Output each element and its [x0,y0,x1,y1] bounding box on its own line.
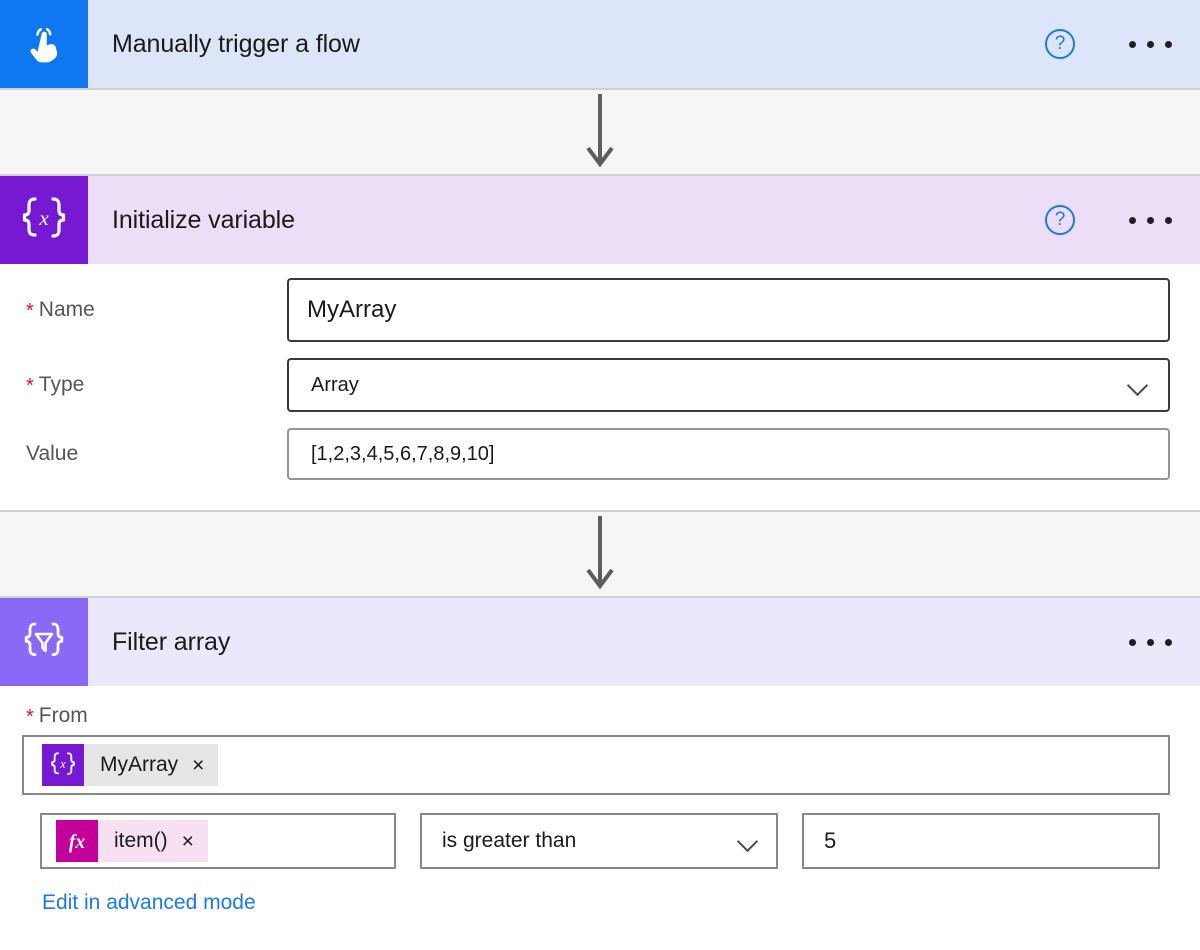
initialize-variable-card-title: Initialize variable [112,205,295,234]
type-dropdown[interactable]: Array [287,358,1170,412]
filter-array-card-title: Filter array [112,627,231,656]
from-field-label: *From [26,704,88,728]
from-input[interactable]: x MyArray × [22,735,1170,795]
filter-array-card-header[interactable]: Filter array [0,598,1200,686]
flow-step-card-initialize-variable[interactable]: x Initialize variable ? *Name MyArray [0,176,1200,510]
initialize-variable-card-body: *Name MyArray *Type Array [0,278,1200,510]
close-icon[interactable]: × [192,753,205,777]
field-row-value: Value [1,2,3,4,5,6,7,8,9,10] [0,428,1200,480]
condition-operator-dropdown[interactable]: is greater than [420,813,778,869]
token-chip-item-label: item() [114,829,168,852]
required-asterisk: * [26,706,34,728]
required-asterisk: * [26,299,34,322]
type-field-label: *Type [26,372,85,397]
filter-array-card-body: *From x MyArray × [0,686,1200,915]
edit-in-advanced-mode-link[interactable]: Edit in advanced mode [42,891,256,914]
token-chip-myarray-label: MyArray [100,753,179,776]
filter-funnel-braces-icon [0,598,88,686]
filter-condition-row: fx item() × is greater than 5 [22,813,1170,869]
filter-array-header-actions [1127,633,1200,652]
close-icon[interactable]: × [181,829,194,853]
value-field-label: Value [26,442,79,465]
condition-operator-value: is greater than [442,829,577,852]
overflow-menu-icon[interactable] [1127,35,1174,54]
arrow-down-icon [0,512,1200,596]
token-chip-item[interactable]: fx item() × [56,820,208,862]
token-chip-myarray-body: MyArray × [84,744,219,786]
variable-braces-icon: x [42,744,84,786]
condition-left-operand-input[interactable]: fx item() × [40,813,396,869]
token-chip-item-body: item() × [98,820,208,862]
tap-hand-icon [0,0,88,88]
help-icon[interactable]: ? [1045,29,1075,59]
type-dropdown-value: Array [311,373,359,396]
variable-braces-icon: x [0,176,88,264]
value-field-control: [1,2,3,4,5,6,7,8,9,10] [287,428,1200,480]
name-field-control: MyArray [287,278,1200,342]
arrow-down-icon [0,90,1200,174]
name-field-label: *Name [26,297,95,322]
overflow-menu-icon[interactable] [1127,211,1174,230]
value-input[interactable]: [1,2,3,4,5,6,7,8,9,10] [287,428,1170,480]
initialize-variable-header-actions: ? [1045,205,1200,235]
chevron-down-icon [738,830,760,852]
required-asterisk: * [26,374,34,397]
svg-text:x: x [38,206,49,230]
function-fx-icon: fx [56,820,98,862]
connector-trigger-to-initvar [0,88,1200,176]
flow-step-card-trigger[interactable]: Manually trigger a flow ? [0,0,1200,88]
overflow-menu-icon[interactable] [1127,633,1174,652]
svg-text:fx: fx [69,832,86,853]
connector-initvar-to-filter [0,510,1200,598]
chevron-down-icon [1128,374,1150,396]
trigger-card-title: Manually trigger a flow [112,29,360,58]
token-chip-myarray[interactable]: x MyArray × [42,744,219,786]
type-field-control: Array [287,358,1200,412]
field-row-name: *Name MyArray [0,278,1200,342]
initialize-variable-card-header[interactable]: x Initialize variable ? [0,176,1200,264]
field-row-type: *Type Array [0,358,1200,412]
condition-value-input[interactable]: 5 [802,813,1160,869]
flow-step-card-filter-array[interactable]: Filter array *From x [0,598,1200,915]
help-icon[interactable]: ? [1045,205,1075,235]
svg-text:x: x [59,757,66,771]
name-input[interactable]: MyArray [287,278,1170,342]
trigger-header-actions: ? [1045,29,1200,59]
trigger-card-header[interactable]: Manually trigger a flow ? [0,0,1200,88]
